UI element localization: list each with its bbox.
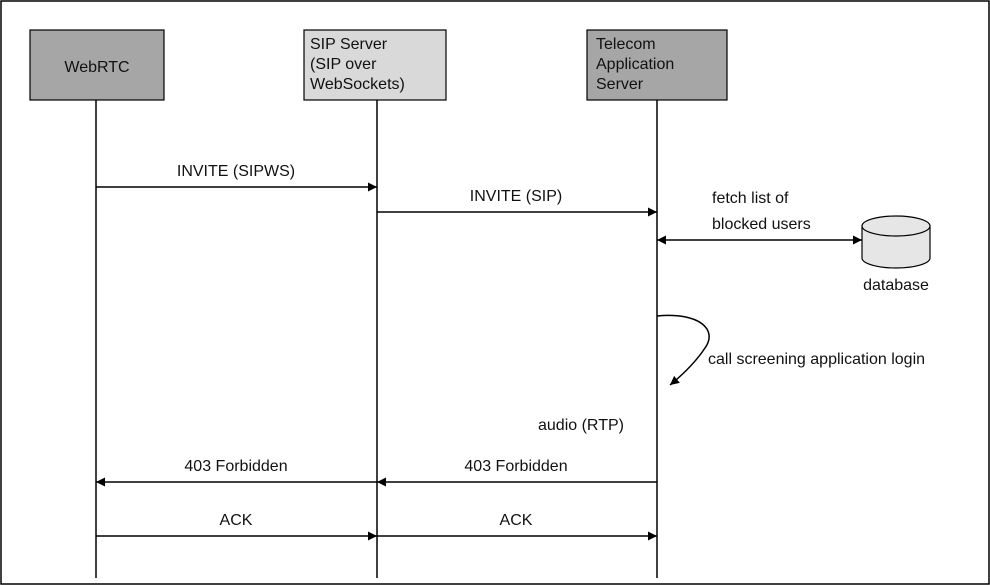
message-label: 403 Forbidden bbox=[464, 458, 567, 475]
message-label: 403 Forbidden bbox=[184, 458, 287, 475]
self-call-call-screening: call screening application login bbox=[656, 314, 925, 386]
participant-sip-server: SIP Server (SIP over WebSockets) bbox=[303, 29, 447, 101]
message-invite-sip: INVITE (SIP) bbox=[377, 188, 657, 217]
message-label-line: fetch list of bbox=[712, 190, 789, 207]
database-top bbox=[861, 215, 931, 237]
database-body bbox=[861, 226, 931, 269]
message-403-forbidden-1: 403 Forbidden bbox=[377, 458, 657, 487]
participant-label-line: Telecom bbox=[596, 36, 656, 53]
database-icon: database bbox=[861, 215, 931, 294]
participant-label: WebRTC bbox=[64, 59, 129, 76]
message-label: INVITE (SIPWS) bbox=[177, 163, 295, 180]
participant-label-line: Application bbox=[596, 56, 674, 73]
self-call-label: call screening application login bbox=[708, 351, 925, 368]
message-fetch-blocked-users: fetch list of blocked users bbox=[657, 190, 862, 245]
participant-box bbox=[29, 29, 165, 101]
database-label: database bbox=[863, 277, 929, 294]
participant-label-line: Server bbox=[596, 76, 644, 93]
message-label-line: blocked users bbox=[712, 216, 811, 233]
message-label: ACK bbox=[220, 512, 253, 529]
message-ack-1: ACK bbox=[96, 512, 377, 541]
self-call-arrow bbox=[656, 314, 710, 386]
participant-label-line: WebSockets) bbox=[310, 76, 405, 93]
message-403-forbidden-2: 403 Forbidden bbox=[96, 458, 377, 487]
participant-box bbox=[586, 29, 728, 101]
message-label: ACK bbox=[500, 512, 533, 529]
participant-webrtc: WebRTC bbox=[29, 29, 165, 101]
participant-label-line: SIP Server bbox=[310, 36, 388, 53]
audio-rtp-label: audio (RTP) bbox=[538, 417, 624, 434]
message-label: INVITE (SIP) bbox=[470, 188, 562, 205]
participant-telecom-app-server: Telecom Application Server bbox=[586, 29, 728, 101]
message-ack-2: ACK bbox=[377, 512, 657, 541]
participant-box bbox=[303, 29, 447, 101]
participant-label-line: (SIP over bbox=[310, 56, 377, 73]
message-invite-sipws: INVITE (SIPWS) bbox=[96, 163, 377, 192]
